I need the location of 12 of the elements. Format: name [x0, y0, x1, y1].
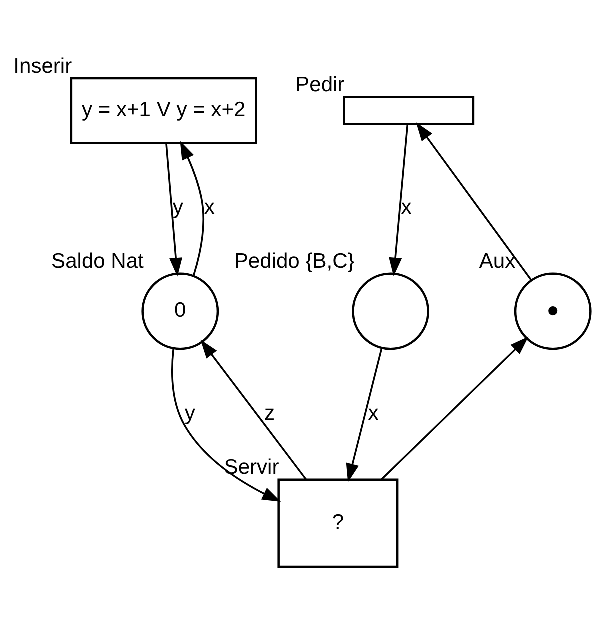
node-label: Aux — [479, 250, 516, 274]
edge-label: y — [172, 196, 184, 220]
edge-label: z — [264, 402, 276, 426]
edge-label: x — [368, 402, 379, 426]
node-label: Pedir — [296, 74, 345, 97]
node-label: Pedido {B,C} — [234, 250, 355, 274]
node-label: Inserir — [14, 54, 72, 78]
node-label: Saldo Nat — [52, 250, 144, 274]
node-label: Servir — [224, 456, 280, 480]
edge-label: x — [204, 196, 215, 220]
edge-label: x — [401, 196, 412, 220]
edge-label: y — [184, 402, 196, 426]
